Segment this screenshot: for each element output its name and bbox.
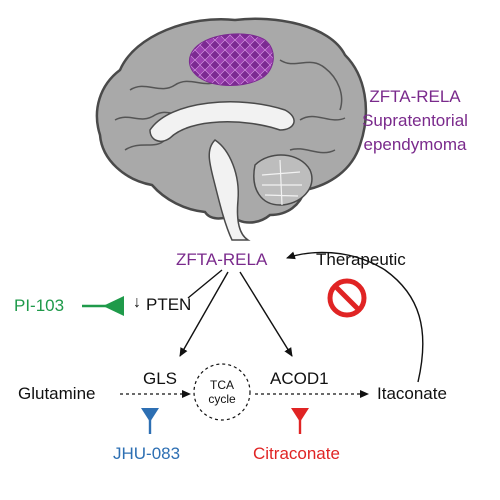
node-zfta-rela: ZFTA-RELA xyxy=(176,250,268,269)
tca-line-1: TCA xyxy=(210,378,234,392)
node-pten: PTEN xyxy=(146,295,192,314)
node-acod1: ACOD1 xyxy=(270,369,329,388)
label-therapeutic: Therapeutic xyxy=(316,250,406,269)
citraconate-inhibitor-symbol xyxy=(291,408,309,434)
node-itaconate: Itaconate xyxy=(377,384,447,403)
tca-line-2: cycle xyxy=(208,392,236,406)
edge-zfta-gls xyxy=(179,271,229,357)
node-jhu083: JHU-083 xyxy=(113,444,181,463)
tca-cycle-node xyxy=(193,363,251,421)
node-gls: GLS xyxy=(143,369,178,388)
edge-zfta-pten xyxy=(187,269,223,299)
brain-illustration xyxy=(95,17,368,241)
title-line-3: ependymoma xyxy=(363,135,467,154)
title-line-2: Supratentorial xyxy=(362,111,468,130)
pten-down-arrow: ↓ xyxy=(133,294,141,311)
jhu083-inhibitor-symbol xyxy=(141,408,159,434)
node-pi103: PI-103 xyxy=(14,296,65,315)
prohibition-icon xyxy=(327,278,367,318)
node-tca-cycle: TCA cycle xyxy=(202,378,242,406)
edge-zfta-acod1 xyxy=(239,271,293,357)
node-citraconate: Citraconate xyxy=(253,444,340,463)
pi103-inhibitor-symbol xyxy=(82,296,124,316)
diagram-title: ZFTA-RELA Supratentorial ependymoma xyxy=(350,85,480,157)
title-line-1: ZFTA-RELA xyxy=(369,87,461,106)
edge-itaconate-zfta xyxy=(286,251,424,383)
node-glutamine: Glutamine xyxy=(18,384,96,403)
